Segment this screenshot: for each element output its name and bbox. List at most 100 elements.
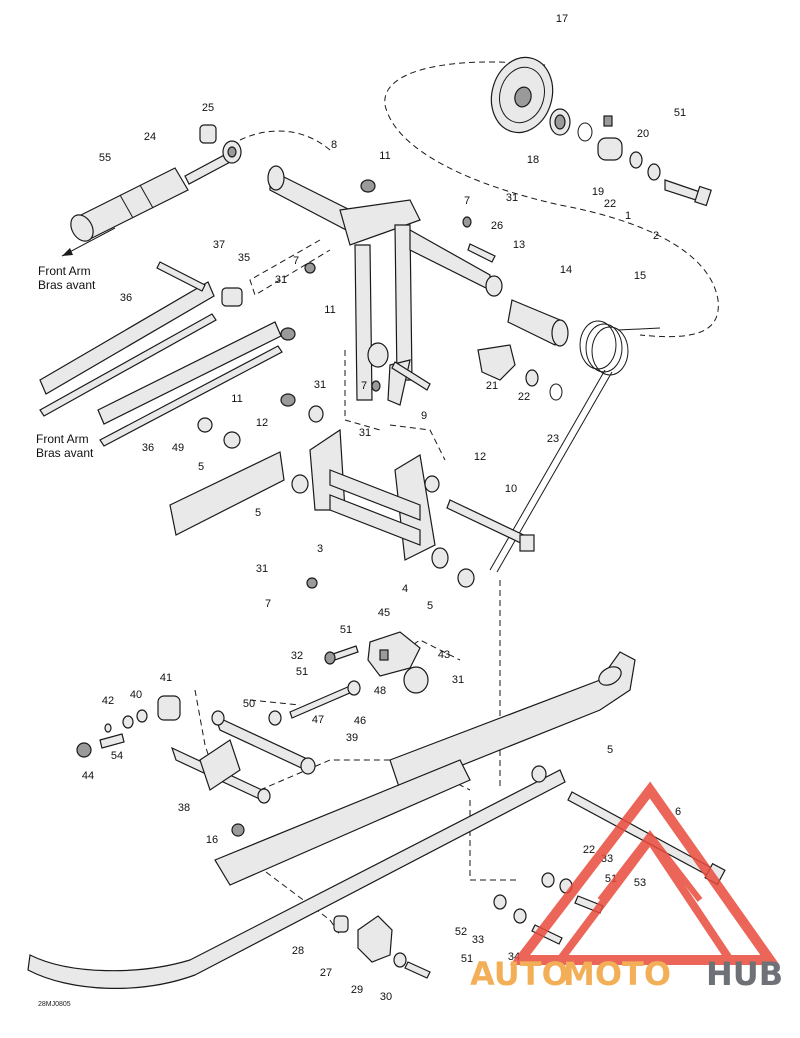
callout-54: 54	[111, 750, 123, 762]
wear-pad-27	[357, 915, 393, 963]
stopper-21	[477, 344, 516, 381]
pivot-tube-14	[507, 299, 569, 347]
callout-14: 14	[560, 264, 572, 276]
watermark-hub: HUB	[706, 955, 783, 993]
callout-45: 45	[378, 607, 390, 619]
nuts-11-7	[280, 179, 472, 589]
bras-avant-label: Bras avant	[38, 278, 96, 292]
callout-11: 11	[324, 304, 335, 316]
callout-5: 5	[255, 507, 261, 519]
callout-4: 4	[402, 583, 408, 595]
callout-33: 33	[472, 934, 484, 946]
drawing-code: 28MJ0805	[38, 1001, 71, 1008]
callout-44: 44	[82, 770, 94, 782]
callout-22: 22	[604, 198, 616, 210]
callout-52: 52	[455, 926, 467, 938]
callout-7: 7	[361, 380, 367, 392]
callout-39: 39	[346, 732, 358, 744]
long-bolt-10	[446, 499, 535, 552]
wheel-spacer	[597, 115, 623, 161]
callout-43: 43	[438, 649, 450, 661]
callout-51: 51	[296, 666, 308, 678]
callout-47: 47	[312, 714, 324, 726]
washers-22-23	[525, 369, 563, 401]
washer-5-lower	[531, 765, 547, 783]
idler-wheel	[490, 56, 554, 134]
callout-19: 19	[592, 186, 604, 198]
cap-43	[403, 666, 429, 694]
callout-51: 51	[340, 624, 352, 636]
callout-53: 53	[634, 877, 646, 889]
washer-bolt-29-30	[393, 952, 431, 979]
front-arm-note-bottom: Front Arm Bras avant	[36, 432, 94, 460]
callout-2: 2	[653, 230, 659, 242]
watermark-auto: AUTO	[470, 955, 569, 993]
small-hardware-40-42-54-44	[76, 709, 148, 758]
callout-24: 24	[144, 131, 156, 143]
spacer-35	[221, 287, 243, 307]
callout-17: 17	[556, 13, 568, 25]
callout-31: 31	[506, 192, 518, 204]
pivot-shaft-9	[391, 361, 431, 391]
rear-arm	[267, 165, 503, 406]
slide-rail-left	[27, 759, 566, 989]
callout-51: 51	[674, 107, 686, 119]
watermark-moto: MOTO	[563, 955, 671, 993]
adjuster-bolt-37	[156, 261, 206, 292]
callout-30: 30	[380, 991, 392, 1003]
shaft-47	[289, 680, 361, 719]
washers-5-12-49	[197, 405, 475, 588]
callout-7: 7	[464, 195, 470, 207]
washer-50	[268, 710, 282, 726]
callout-18: 18	[527, 154, 539, 166]
callout-22: 22	[583, 844, 595, 856]
wheel-bolt	[664, 179, 712, 207]
callout-12: 12	[474, 451, 486, 463]
callout-55: 55	[99, 152, 111, 164]
adjuster-link-upper	[39, 281, 217, 417]
callout-1: 1	[625, 210, 631, 222]
callout-3: 3	[317, 543, 323, 555]
callout-41: 41	[160, 672, 172, 684]
callout-5: 5	[198, 461, 204, 473]
callout-25: 25	[202, 102, 214, 114]
callout-40: 40	[130, 689, 142, 701]
callout-35: 35	[238, 252, 250, 264]
callout-36: 36	[120, 292, 132, 304]
stopper-block-45	[367, 631, 421, 677]
callout-49: 49	[172, 442, 184, 454]
callout-5: 5	[607, 744, 613, 756]
callout-7: 7	[293, 255, 299, 267]
spacer-28	[333, 915, 349, 933]
callout-37: 37	[213, 239, 225, 251]
callout-31: 31	[359, 427, 371, 439]
callout-11: 11	[231, 393, 242, 405]
cross-shaft-assembly	[309, 428, 449, 569]
slide-rail-right	[389, 651, 636, 791]
slide-bracket	[169, 451, 285, 536]
callout-31: 31	[275, 274, 287, 286]
callout-28: 28	[292, 945, 304, 957]
callout-51: 51	[461, 953, 473, 965]
callout-50: 50	[243, 698, 255, 710]
callout-38: 38	[178, 802, 190, 814]
callout-21: 21	[486, 380, 498, 392]
bras-avant-label: Bras avant	[36, 446, 94, 460]
callout-26: 26	[491, 220, 503, 232]
circlip	[577, 122, 593, 142]
washers-1-22	[629, 151, 661, 181]
front-arm-label: Front Arm	[38, 264, 91, 278]
callout-6: 6	[675, 806, 681, 818]
watermark-logo: AUTO MOTO HUB	[470, 781, 783, 993]
shock-absorber	[70, 140, 242, 242]
callout-22: 22	[518, 391, 530, 403]
callout-13: 13	[513, 239, 525, 251]
callout-5: 5	[427, 600, 433, 612]
front-arm-lower	[170, 710, 316, 804]
callout-7: 7	[265, 598, 271, 610]
callout-46: 46	[354, 715, 366, 727]
callout-32: 32	[291, 650, 303, 662]
callout-8: 8	[331, 139, 337, 151]
